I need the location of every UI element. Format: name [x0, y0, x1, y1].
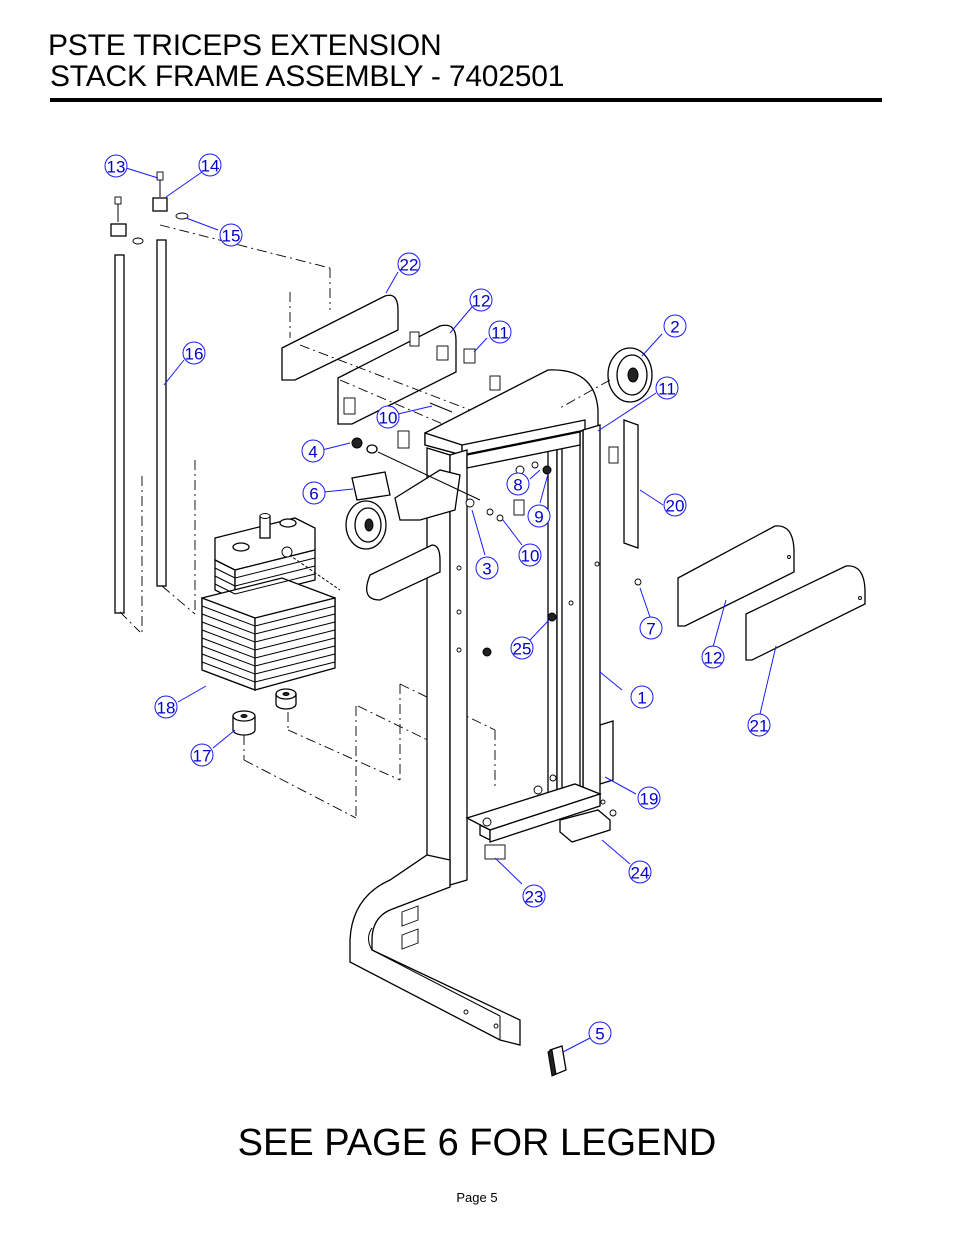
- callout-4: 4: [301, 439, 325, 463]
- callout-23-label: 23: [525, 888, 544, 907]
- rod-cap-left: [110, 223, 127, 237]
- callout-5-label: 5: [595, 1025, 604, 1044]
- callout-6: 6: [302, 481, 326, 505]
- callout-17: 17: [190, 743, 214, 767]
- callout-10-upper-label: 10: [379, 409, 398, 428]
- decal-11-upper: [463, 348, 476, 364]
- label-plate-23: [484, 844, 506, 860]
- rod-cap-right: [152, 197, 168, 212]
- callout-3-label: 3: [482, 560, 491, 579]
- callout-2: 2: [663, 314, 687, 338]
- callout-1: 1: [630, 685, 654, 709]
- callout-14-label: 14: [201, 157, 220, 176]
- callout-23: 23: [522, 884, 546, 908]
- callout-22: 22: [397, 252, 421, 276]
- callout-10-upper: 10: [376, 405, 400, 429]
- callout-20: 20: [663, 493, 687, 517]
- callout-6-label: 6: [309, 485, 318, 504]
- callout-20-label: 20: [666, 497, 685, 516]
- callout-25-label: 25: [513, 640, 532, 659]
- callout-15-label: 15: [222, 227, 241, 246]
- decal-20: [623, 419, 639, 549]
- callout-19-label: 19: [640, 790, 659, 809]
- title-line-1: PSTE TRICEPS EXTENSION: [48, 29, 442, 62]
- callout-9: 9: [527, 504, 551, 528]
- guide-rods: [110, 171, 331, 633]
- callout-10-lower: 10: [518, 543, 542, 567]
- shroud-12-right: [677, 525, 795, 627]
- callout-12-right-label: 12: [704, 649, 723, 668]
- callout-4-label: 4: [308, 443, 317, 462]
- decal-19: [599, 720, 614, 785]
- callout-9-label: 9: [534, 508, 543, 527]
- callout-17-label: 17: [193, 747, 212, 766]
- callout-13-label: 13: [107, 158, 126, 177]
- callout-21-label: 21: [750, 717, 769, 736]
- callout-12-right: 12: [701, 645, 725, 669]
- callout-7-label: 7: [646, 620, 655, 639]
- main-frame: [349, 369, 617, 1046]
- pulley-upper: [559, 347, 653, 409]
- callout-12-upper-label: 12: [472, 292, 491, 311]
- callout-18: 18: [154, 695, 178, 719]
- callout-3: 3: [475, 556, 499, 580]
- callout-22-label: 22: [400, 256, 419, 275]
- callout-7: 7: [639, 616, 663, 640]
- shroud-22: [281, 294, 399, 381]
- callout-11-right: 11: [655, 376, 679, 400]
- callout-8-label: 8: [513, 476, 522, 495]
- callout-10-lower-label: 10: [521, 547, 540, 566]
- guide-rod-right: [156, 239, 167, 587]
- pulley-lower: [345, 500, 387, 550]
- callout-11-upper: 11: [488, 320, 512, 344]
- callout-11-right-label: 11: [658, 380, 676, 399]
- callout-25: 25: [510, 636, 534, 660]
- callout-24-label: 24: [631, 864, 650, 883]
- shroud-21: [745, 565, 866, 661]
- callout-8: 8: [506, 472, 530, 496]
- shroud-12-upper: [337, 324, 457, 425]
- callout-16: 16: [182, 341, 206, 365]
- part-6: [351, 471, 391, 501]
- title-line-2: STACK FRAME ASSEMBLY - 7402501: [50, 60, 565, 93]
- callout-11-upper-label: 11: [491, 324, 509, 343]
- leader-lines: [125, 167, 777, 1053]
- callout-12-upper: 12: [469, 288, 493, 312]
- callout-19: 19: [637, 786, 661, 810]
- callout-24: 24: [628, 860, 652, 884]
- callout-14: 14: [198, 153, 222, 177]
- callout-18-label: 18: [157, 699, 176, 718]
- callout-2-label: 2: [670, 318, 679, 337]
- page-number: Page 5: [456, 1190, 498, 1205]
- callout-13: 13: [104, 154, 128, 178]
- callout-21: 21: [747, 713, 771, 737]
- weight-stack: [201, 513, 341, 691]
- legend-note: SEE PAGE 6 FOR LEGEND: [237, 1122, 717, 1164]
- callout-15: 15: [219, 223, 243, 247]
- base-plate-24: [559, 809, 611, 843]
- callout-1-label: 1: [637, 689, 646, 708]
- callout-5: 5: [588, 1021, 612, 1045]
- pad-plate: [366, 544, 441, 601]
- title-rule: [50, 98, 882, 102]
- callout-16-label: 16: [185, 345, 204, 364]
- guide-rod-left: [114, 254, 125, 614]
